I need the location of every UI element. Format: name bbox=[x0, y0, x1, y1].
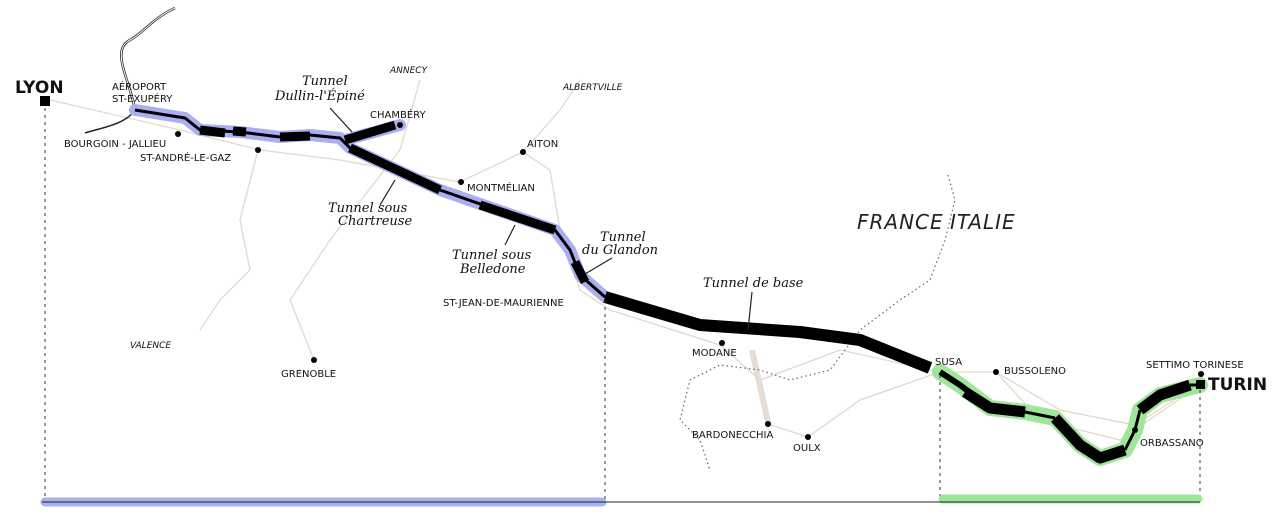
city-label-bussoleno: BUSSOLENO bbox=[1004, 366, 1066, 377]
rail-route bbox=[134, 108, 1200, 464]
city-label-albertville: ALBERTVILLE bbox=[562, 83, 623, 93]
tunnel-label-belledone-2: Belledone bbox=[459, 262, 526, 277]
city-label-aiton: AITON bbox=[527, 139, 558, 150]
border-label-italie: ITALIE bbox=[950, 210, 1016, 234]
city-label-modane: MODANE bbox=[692, 348, 737, 359]
tunnel-label-belledone-1: Tunnel sous bbox=[452, 248, 532, 263]
tunnel-label-base: Tunnel de base bbox=[703, 276, 804, 291]
city-label-airport-1: AÉROPORT bbox=[112, 80, 167, 93]
tunnel-label-glandon-2: du Glandon bbox=[582, 243, 658, 258]
city-label-orbassano: ORBASSANO bbox=[1140, 438, 1204, 449]
city-label-chambery: CHAMBÉRY bbox=[370, 108, 426, 121]
lyon-marker bbox=[40, 96, 50, 106]
city-label-grenoble: GRENOBLE bbox=[281, 369, 336, 380]
city-label-valence: VALENCE bbox=[130, 341, 171, 351]
city-label-bourgoin: BOURGOIN - JALLIEU bbox=[64, 139, 166, 150]
city-label-oulx: OULX bbox=[793, 443, 821, 454]
tunnel-label-dullin-1: Tunnel bbox=[302, 74, 348, 89]
turin-marker bbox=[1196, 380, 1205, 389]
tunnel-label-dullin-2: Dullin-l'Épiné bbox=[274, 88, 365, 104]
city-label-airport-2: ST-EXUPÉRY bbox=[112, 92, 173, 105]
city-label-lyon: LYON bbox=[15, 78, 64, 98]
city-label-turin: TURIN bbox=[1208, 375, 1267, 395]
city-label-annecy: ANNECY bbox=[389, 66, 429, 76]
tunnel-label-glandon-1: Tunnel bbox=[600, 230, 646, 245]
border-label-france: FRANCE bbox=[857, 210, 944, 234]
border-line bbox=[679, 174, 956, 471]
city-label-st-jean: ST-JEAN-DE-MAURIENNE bbox=[443, 298, 564, 309]
city-label-st-andre: ST-ANDRÉ-LE-GAZ bbox=[140, 151, 231, 164]
city-label-susa: SUSA bbox=[935, 357, 962, 368]
city-label-montmelian: MONTMÉLIAN bbox=[467, 181, 535, 194]
city-label-bardonecchia: BARDONECCHIA bbox=[692, 430, 773, 441]
tunnel-label-chartreuse-2: Chartreuse bbox=[338, 214, 412, 229]
city-dots bbox=[175, 122, 1204, 440]
city-label-settimo: SETTIMO TORINESE bbox=[1146, 360, 1244, 371]
tunnel-label-chartreuse-1: Tunnel sous bbox=[328, 201, 408, 216]
